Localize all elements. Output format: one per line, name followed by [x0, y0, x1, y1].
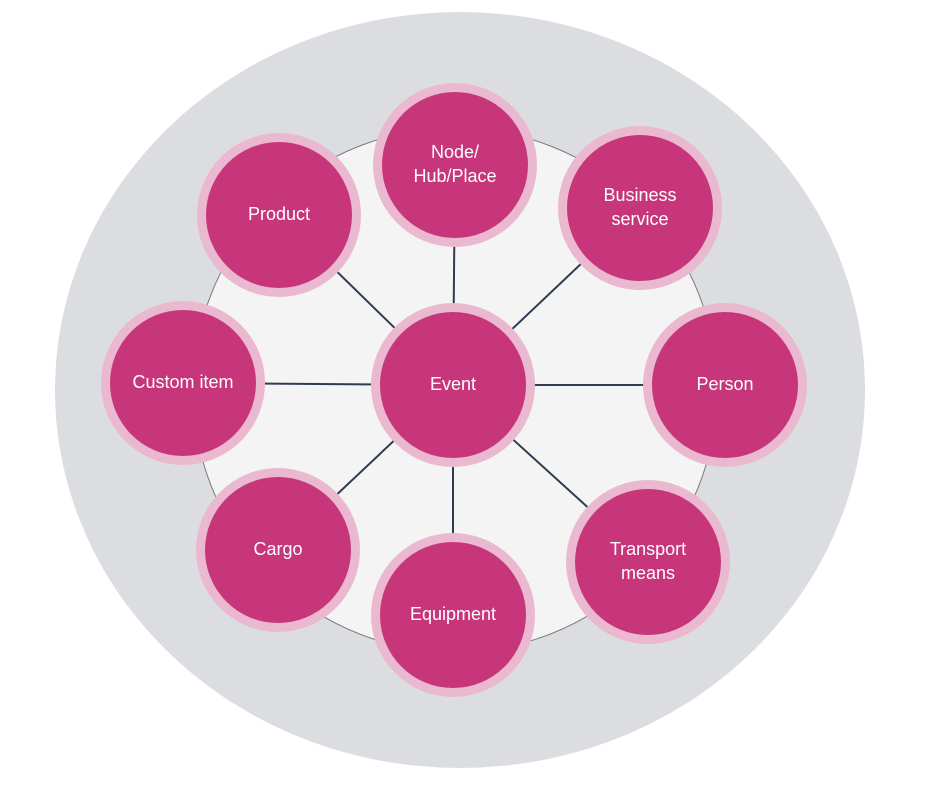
node-custom-item[interactable]: Custom item [101, 301, 265, 465]
node-label-line: Product [248, 204, 310, 224]
node-transport-means[interactable]: Transport means [566, 480, 730, 644]
node-label-line: Cargo [253, 539, 302, 559]
center-node-circle [380, 312, 526, 458]
center-node-event[interactable]: Event [371, 303, 535, 467]
node-label-line: means [621, 563, 675, 583]
node-equipment[interactable]: Equipment [371, 533, 535, 697]
node-label-line: service [611, 209, 668, 229]
node-label-line: Custom item [132, 372, 233, 392]
node-label-line: Person [696, 374, 753, 394]
node-circle [382, 92, 528, 238]
node-label-line: Hub/Place [413, 166, 496, 186]
node-circle [567, 135, 713, 281]
node-circle [575, 489, 721, 635]
node-circle [205, 477, 351, 623]
node-circle [110, 310, 256, 456]
node-person[interactable]: Person [643, 303, 807, 467]
node-business-service[interactable]: Business service [558, 126, 722, 290]
node-product[interactable]: Product [197, 133, 361, 297]
node-label-line: Transport [610, 539, 686, 559]
node-label-line: Node/ [431, 142, 479, 162]
node-circle [206, 142, 352, 288]
node-circle [380, 542, 526, 688]
center-node-label: Event [430, 374, 476, 394]
node-label-line: Business [603, 185, 676, 205]
node-circle [652, 312, 798, 458]
node-cargo[interactable]: Cargo [196, 468, 360, 632]
node-node-hub-place[interactable]: Node/Hub/Place [373, 83, 537, 247]
node-label-line: Equipment [410, 604, 496, 624]
